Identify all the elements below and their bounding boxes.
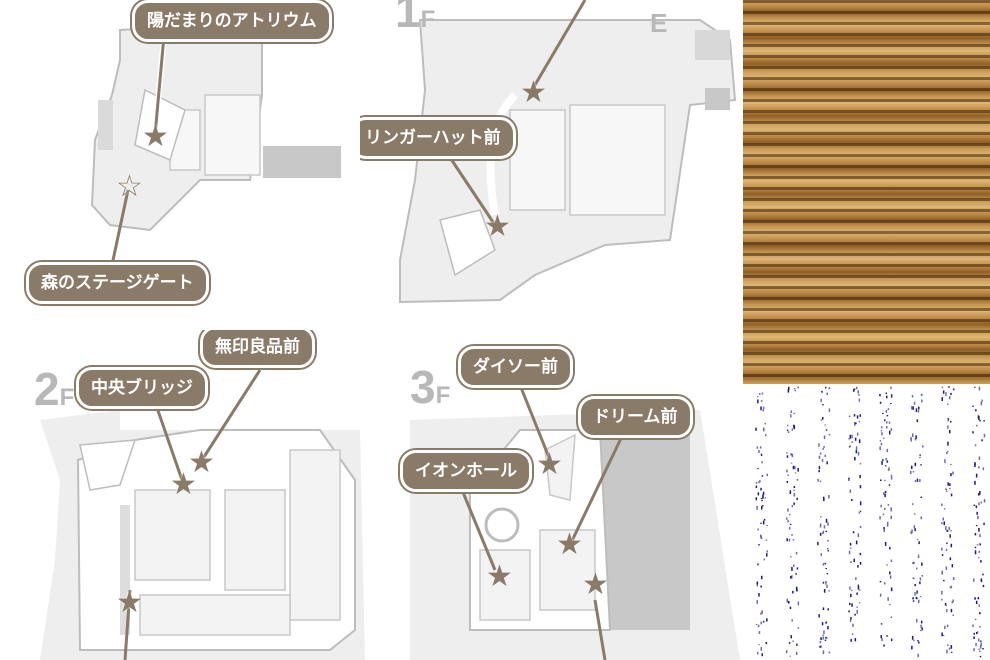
star-icon[interactable]: ★ bbox=[520, 75, 547, 110]
star-icon[interactable]: ★ bbox=[170, 467, 197, 502]
star-icon[interactable]: ★ bbox=[582, 567, 609, 602]
star-icon[interactable]: ★ bbox=[484, 209, 511, 244]
floor-indicator: 3F bbox=[410, 364, 450, 410]
star-icon[interactable]: ★ bbox=[188, 445, 215, 480]
label-central-bridge[interactable]: 中央ブリッジ bbox=[76, 367, 208, 409]
noise-pattern bbox=[755, 386, 986, 658]
label-aeon-hall[interactable]: イオンホール bbox=[400, 450, 532, 492]
map-panel-bottom-left: 2F 無印良品前 中央ブリッジ ★ ★ ★ bbox=[0, 330, 370, 660]
floor-plan-1f bbox=[399, 0, 737, 304]
star-icon[interactable]: ★ bbox=[142, 119, 169, 154]
map-mark-text: E bbox=[650, 8, 668, 38]
floor-indicator: 2F bbox=[34, 366, 74, 412]
map-panel-bottom-right: 3F ダイソー前 ドリーム前 イオンホール ★ ★ ★ ★ bbox=[370, 330, 743, 660]
wood-texture-panel bbox=[743, 0, 990, 384]
label-daiso[interactable]: ダイソー前 bbox=[458, 346, 573, 388]
floor-unit: F bbox=[435, 382, 451, 409]
star-icon[interactable]: ★ bbox=[486, 559, 513, 594]
noise-texture-panel bbox=[743, 386, 990, 660]
star-icon[interactable]: ★ bbox=[536, 447, 563, 482]
label-stage-gate[interactable]: 森のステージゲート bbox=[26, 262, 209, 304]
map-panel-top-left: 陽だまりのアトリウム 森のステージゲート ★ ☆ bbox=[0, 0, 360, 330]
floor-unit: F bbox=[59, 384, 75, 411]
label-dream[interactable]: ドリーム前 bbox=[578, 396, 693, 438]
label-atrium[interactable]: 陽だまりのアトリウム bbox=[132, 0, 332, 42]
floor-number: 3 bbox=[410, 361, 436, 413]
floor-number: 2 bbox=[34, 363, 60, 415]
label-ringer-hut[interactable]: リンガーハット前 bbox=[360, 117, 516, 159]
star-icon[interactable]: ☆ bbox=[116, 169, 143, 204]
star-icon[interactable]: ★ bbox=[116, 585, 143, 620]
floor-plan-2f bbox=[40, 369, 365, 660]
label-muji[interactable]: 無印良品前 bbox=[200, 330, 315, 368]
floor-indicator: 1F bbox=[395, 0, 435, 34]
floor-number: 1 bbox=[395, 0, 421, 37]
floor-plan-top-left bbox=[90, 20, 341, 266]
map-panel-top-right: 1F E リンガーハット前 ★ ★ bbox=[360, 0, 740, 330]
floor-unit: F bbox=[420, 6, 436, 33]
star-icon[interactable]: ★ bbox=[556, 527, 583, 562]
